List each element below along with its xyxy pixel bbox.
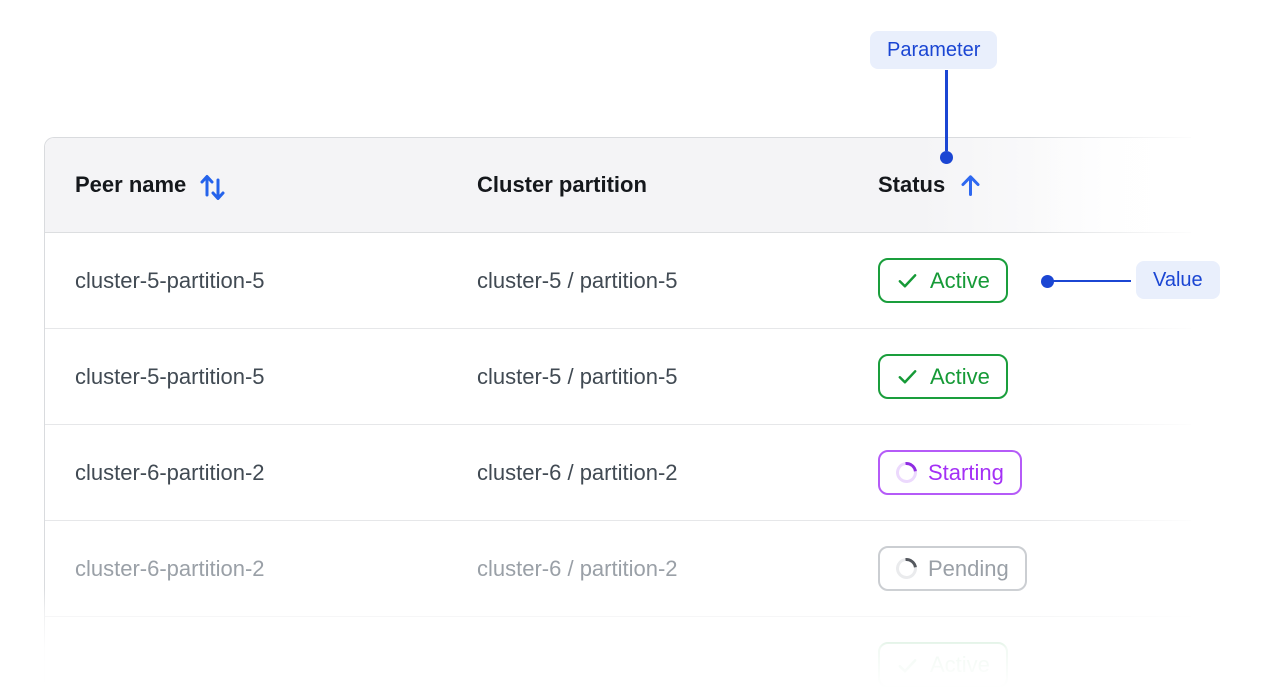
status-cell: Starting bbox=[878, 449, 1191, 496]
status-badge: Pending bbox=[878, 545, 1027, 592]
cluster-partition-cell: cluster-6 / partition-2 bbox=[477, 555, 678, 581]
sort-both-icon[interactable] bbox=[199, 171, 226, 200]
column-label: Cluster partition bbox=[477, 172, 647, 197]
cluster-partition-cell: cluster-5 / partition-5 bbox=[477, 363, 678, 389]
status-cell: Active bbox=[878, 257, 1191, 304]
table-header-row: Peer name Cluster partition Status bbox=[45, 138, 1191, 233]
column-label: Status bbox=[878, 172, 946, 197]
sort-asc-icon[interactable] bbox=[958, 173, 983, 198]
peer-name-cell: cluster-5-partition-5 bbox=[75, 267, 265, 293]
status-cell: Active bbox=[878, 353, 1191, 400]
table-row: cluster-5-partition-5 cluster-5 / partit… bbox=[45, 329, 1191, 425]
value-annotation-pill: Value bbox=[1136, 261, 1220, 299]
status-badge-label: Starting bbox=[928, 459, 1004, 485]
status-badge-label: Active bbox=[930, 363, 990, 389]
status-badge: Active bbox=[878, 257, 1008, 304]
status-badge: Active bbox=[878, 353, 1008, 400]
cluster-partition-cell: cluster-6 / partition-2 bbox=[477, 459, 678, 485]
value-connector-dot bbox=[1040, 274, 1054, 288]
column-header-cluster-partition[interactable]: Cluster partition bbox=[477, 172, 878, 198]
table-row: Active bbox=[45, 617, 1191, 688]
status-cell: Active bbox=[878, 642, 1191, 688]
check-icon bbox=[896, 269, 919, 292]
peers-table: Peer name Cluster partition Status bbox=[44, 137, 1191, 688]
check-icon bbox=[896, 365, 919, 388]
status-cell: Pending bbox=[878, 545, 1191, 592]
table-body: cluster-5-partition-5 cluster-5 / partit… bbox=[45, 233, 1191, 688]
value-connector-line bbox=[1051, 279, 1131, 282]
check-icon bbox=[896, 654, 919, 677]
parameter-annotation-pill: Parameter bbox=[870, 31, 998, 69]
spinner-icon bbox=[891, 553, 922, 584]
column-header-peer-name[interactable]: Peer name bbox=[45, 171, 477, 200]
table-row: cluster-6-partition-2 cluster-6 / partit… bbox=[45, 521, 1191, 617]
spinner-icon bbox=[891, 457, 922, 488]
column-header-status[interactable]: Status bbox=[878, 172, 1191, 198]
column-label: Peer name bbox=[75, 172, 187, 197]
peer-name-cell: cluster-6-partition-2 bbox=[75, 555, 265, 581]
parameter-connector-line bbox=[945, 70, 948, 151]
parameter-connector-dot bbox=[939, 150, 953, 164]
status-badge-label: Active bbox=[930, 652, 990, 678]
table-row: cluster-5-partition-5 cluster-5 / partit… bbox=[45, 233, 1191, 329]
table-row: cluster-6-partition-2 cluster-6 / partit… bbox=[45, 425, 1191, 521]
status-badge: Starting bbox=[878, 449, 1022, 496]
status-badge-label: Pending bbox=[928, 555, 1009, 581]
status-badge: Active bbox=[878, 642, 1008, 688]
status-badge-label: Active bbox=[930, 267, 990, 293]
peer-name-cell: cluster-5-partition-5 bbox=[75, 363, 265, 389]
cluster-partition-cell: cluster-5 / partition-5 bbox=[477, 267, 678, 293]
peer-name-cell: cluster-6-partition-2 bbox=[75, 459, 265, 485]
